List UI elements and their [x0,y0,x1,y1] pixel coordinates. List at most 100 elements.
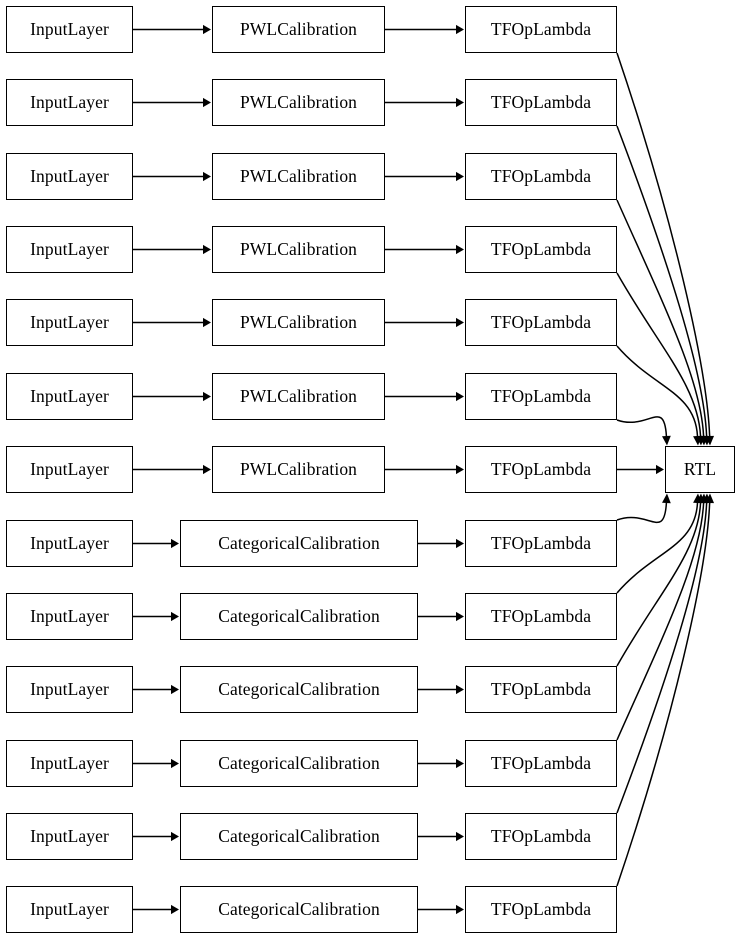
node-input-layer-6[interactable]: InputLayer [6,446,133,493]
edge-calibration-to-lambda-3 [385,244,464,255]
edge-input-to-calibration-10 [133,758,179,769]
node-input-layer-12[interactable]: InputLayer [6,886,133,933]
node-calibration-3[interactable]: PWLCalibration [212,226,385,273]
node-calibration-9[interactable]: CategoricalCalibration [180,666,418,713]
edge-input-to-calibration-7 [133,538,179,549]
node-input-layer-12-label: InputLayer [30,898,109,919]
edge-calibration-to-lambda-5 [385,391,464,402]
node-input-layer-7-label: InputLayer [30,532,109,553]
node-calibration-5-label: PWLCalibration [239,385,358,406]
edge-lambda-to-rtl-5 [616,416,671,446]
node-input-layer-0[interactable]: InputLayer [6,6,133,53]
node-tf-op-lambda-2-label: TFOpLambda [490,165,592,186]
edge-calibration-to-lambda-7 [418,538,464,549]
node-tf-op-lambda-2[interactable]: TFOpLambda [465,153,617,200]
edge-lambda-to-rtl-2 [616,199,708,446]
edge-calibration-to-lambda-8 [418,611,464,622]
node-input-layer-9[interactable]: InputLayer [6,666,133,713]
edge-lambda-to-rtl-3 [616,272,705,446]
node-tf-op-lambda-11[interactable]: TFOpLambda [465,813,617,860]
node-calibration-4[interactable]: PWLCalibration [212,299,385,346]
edge-input-to-calibration-6 [133,464,211,475]
node-input-layer-4[interactable]: InputLayer [6,299,133,346]
node-tf-op-lambda-12-label: TFOpLambda [490,898,592,919]
node-calibration-3-label: PWLCalibration [239,238,358,259]
node-input-layer-8[interactable]: InputLayer [6,593,133,640]
node-calibration-11-label: CategoricalCalibration [218,825,380,846]
edge-input-to-calibration-2 [133,171,211,182]
edge-lambda-to-rtl-7 [616,493,671,523]
node-calibration-9-label: CategoricalCalibration [218,678,380,699]
node-input-layer-3[interactable]: InputLayer [6,226,133,273]
node-tf-op-lambda-10[interactable]: TFOpLambda [465,740,617,787]
node-rtl-label: RTL [683,458,717,479]
node-tf-op-lambda-6[interactable]: TFOpLambda [465,446,617,493]
node-tf-op-lambda-12[interactable]: TFOpLambda [465,886,617,933]
node-tf-op-lambda-4-label: TFOpLambda [490,311,592,332]
node-calibration-8[interactable]: CategoricalCalibration [180,593,418,640]
node-calibration-1[interactable]: PWLCalibration [212,79,385,126]
node-calibration-10-label: CategoricalCalibration [218,752,380,773]
node-input-layer-10[interactable]: InputLayer [6,740,133,787]
edge-lambda-to-rtl-1 [616,125,712,446]
edge-lambda-to-rtl-0 [616,52,715,446]
node-input-layer-11-label: InputLayer [30,825,109,846]
edge-input-to-calibration-0 [133,24,211,35]
node-input-layer-2-label: InputLayer [30,165,109,186]
node-tf-op-lambda-0-label: TFOpLambda [490,18,592,39]
node-input-layer-3-label: InputLayer [30,238,109,259]
node-input-layer-1-label: InputLayer [30,91,109,112]
edge-calibration-to-lambda-0 [385,24,464,35]
node-calibration-5[interactable]: PWLCalibration [212,373,385,420]
node-tf-op-lambda-1[interactable]: TFOpLambda [465,79,617,126]
node-input-layer-9-label: InputLayer [30,678,109,699]
node-input-layer-4-label: InputLayer [30,311,109,332]
node-tf-op-lambda-7-label: TFOpLambda [490,532,592,553]
node-calibration-11[interactable]: CategoricalCalibration [180,813,418,860]
node-tf-op-lambda-4[interactable]: TFOpLambda [465,299,617,346]
node-tf-op-lambda-5[interactable]: TFOpLambda [465,373,617,420]
node-tf-op-lambda-3-label: TFOpLambda [490,238,592,259]
node-calibration-10[interactable]: CategoricalCalibration [180,740,418,787]
node-calibration-4-label: PWLCalibration [239,311,358,332]
node-tf-op-lambda-9-label: TFOpLambda [490,678,592,699]
node-tf-op-lambda-1-label: TFOpLambda [490,91,592,112]
edge-lambda-to-rtl-6 [617,464,664,475]
edge-input-to-calibration-5 [133,391,211,402]
node-tf-op-lambda-0[interactable]: TFOpLambda [465,6,617,53]
node-input-layer-6-label: InputLayer [30,458,109,479]
edge-calibration-to-lambda-6 [385,464,464,475]
node-calibration-7[interactable]: CategoricalCalibration [180,520,418,567]
node-calibration-12[interactable]: CategoricalCalibration [180,886,418,933]
node-calibration-1-label: PWLCalibration [239,91,358,112]
node-input-layer-11[interactable]: InputLayer [6,813,133,860]
node-calibration-6[interactable]: PWLCalibration [212,446,385,493]
node-input-layer-10-label: InputLayer [30,752,109,773]
edge-input-to-calibration-1 [133,97,211,108]
edge-input-to-calibration-12 [133,904,179,915]
node-tf-op-lambda-7[interactable]: TFOpLambda [465,520,617,567]
node-tf-op-lambda-8[interactable]: TFOpLambda [465,593,617,640]
node-calibration-2[interactable]: PWLCalibration [212,153,385,200]
edge-input-to-calibration-11 [133,831,179,842]
node-tf-op-lambda-9[interactable]: TFOpLambda [465,666,617,713]
node-input-layer-1[interactable]: InputLayer [6,79,133,126]
node-calibration-6-label: PWLCalibration [239,458,358,479]
edge-calibration-to-lambda-4 [385,317,464,328]
node-tf-op-lambda-8-label: TFOpLambda [490,605,592,626]
node-rtl[interactable]: RTL [665,446,735,493]
node-input-layer-5[interactable]: InputLayer [6,373,133,420]
node-calibration-7-label: CategoricalCalibration [218,532,380,553]
edge-input-to-calibration-4 [133,317,211,328]
node-tf-op-lambda-5-label: TFOpLambda [490,385,592,406]
edge-calibration-to-lambda-12 [418,904,464,915]
node-calibration-0[interactable]: PWLCalibration [212,6,385,53]
edge-lambda-to-rtl-8 [616,493,702,594]
node-input-layer-7[interactable]: InputLayer [6,520,133,567]
edge-calibration-to-lambda-2 [385,171,464,182]
edge-lambda-to-rtl-12 [616,493,715,887]
node-input-layer-2[interactable]: InputLayer [6,153,133,200]
node-tf-op-lambda-11-label: TFOpLambda [490,825,592,846]
node-tf-op-lambda-3[interactable]: TFOpLambda [465,226,617,273]
